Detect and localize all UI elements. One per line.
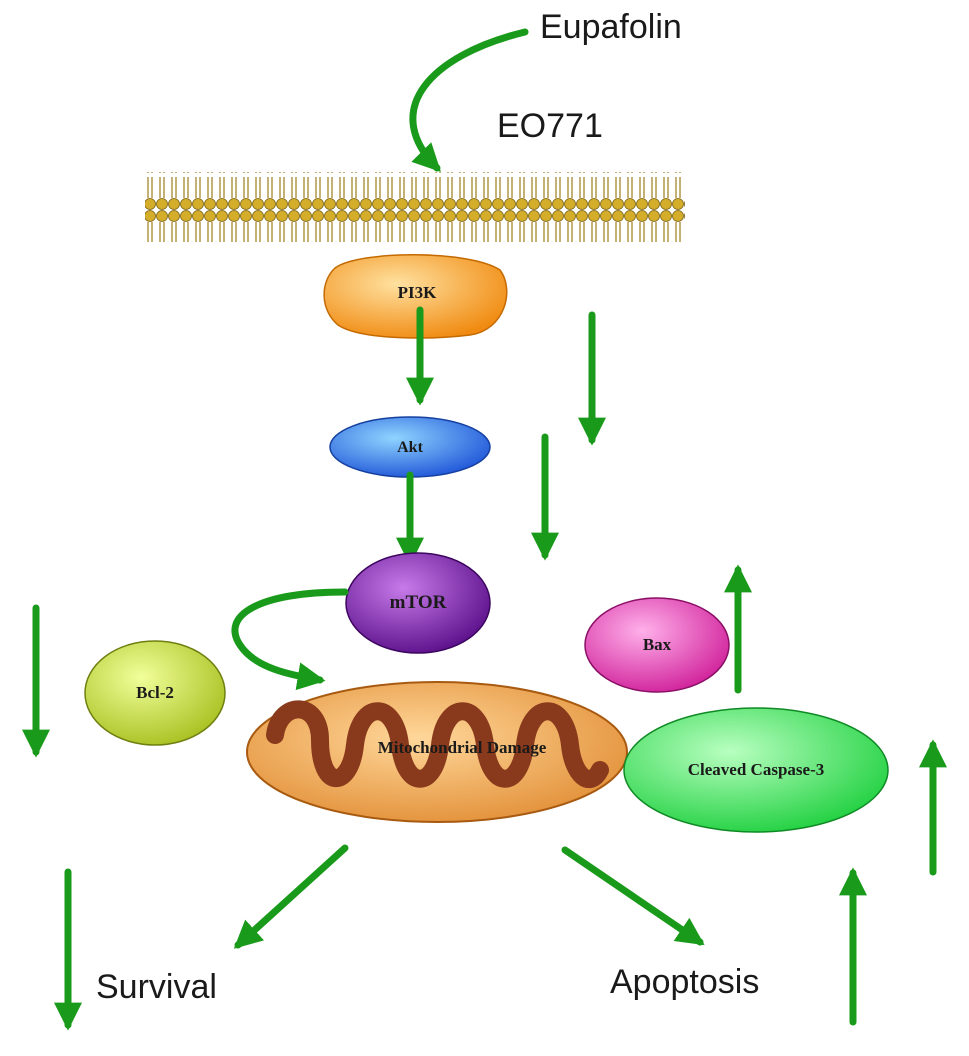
mitochondria-node: Mitochondrial Damage — [246, 681, 628, 823]
bcl2-node: Bcl-2 — [84, 640, 226, 746]
akt-label: Akt — [397, 439, 423, 456]
caspase-node: Cleaved Caspase-3 — [623, 707, 889, 833]
apoptosis-label: Apoptosis — [610, 963, 760, 1001]
eupafolin-label: Eupafolin — [540, 8, 682, 46]
mito-to-survival-arrow — [233, 844, 349, 949]
bcl2-label: Bcl-2 — [136, 683, 174, 702]
pi3k-label: PI3K — [398, 283, 438, 302]
mtor-node: mTOR — [345, 552, 491, 654]
mtor-to-mito-arrow — [231, 588, 349, 691]
mito-label: Mitochondrial Damage — [378, 738, 547, 757]
mtor-label: mTOR — [390, 592, 447, 613]
cell-membrane — [145, 172, 685, 242]
eo771-label: EO771 — [497, 107, 603, 145]
caspase-label: Cleaved Caspase-3 — [688, 760, 824, 779]
akt-node: Akt — [329, 416, 491, 478]
eupafolin-arrow — [409, 28, 529, 172]
mito-to-apoptosis-arrow — [561, 846, 705, 946]
survival-label: Survival — [96, 968, 217, 1006]
pi3k-node: PI3K — [323, 254, 508, 339]
bax-label: Bax — [643, 635, 672, 654]
mitochondria-cristae — [266, 700, 609, 788]
bax-node: Bax — [584, 597, 730, 693]
